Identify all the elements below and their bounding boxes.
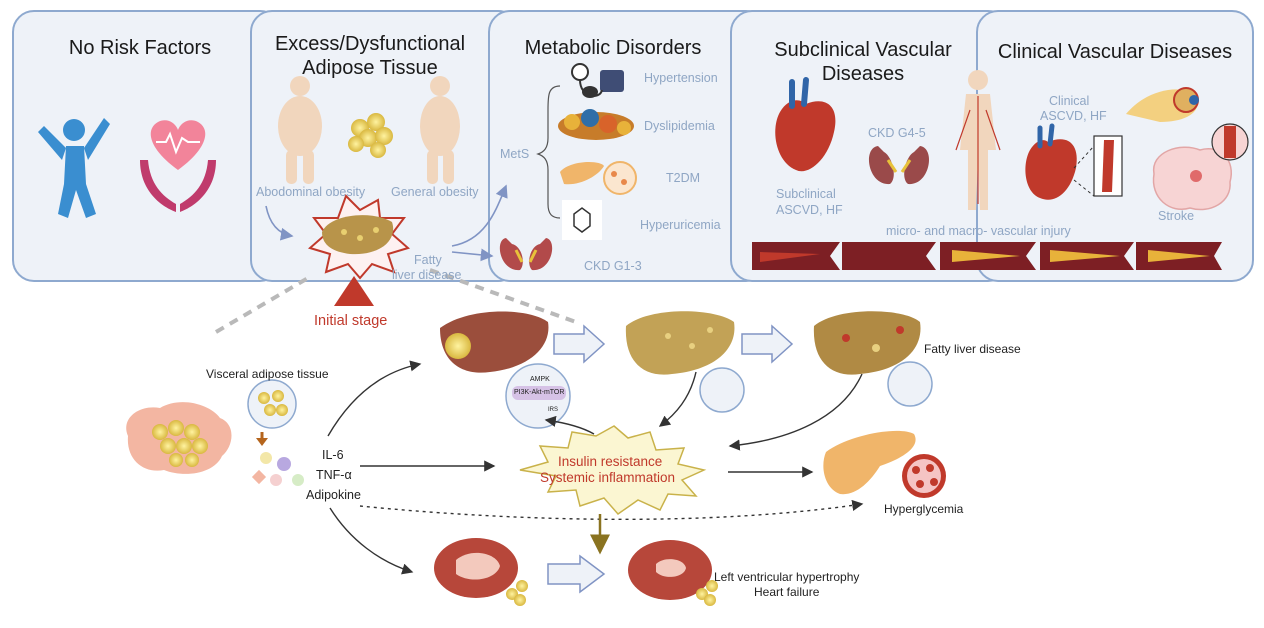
label-il6: IL-6	[322, 448, 344, 462]
visceral-adipose-tissue-illustration	[126, 402, 232, 474]
brain-icon	[1152, 146, 1232, 211]
label-dyslipidemia: Dyslipidemia	[644, 119, 715, 133]
vessel-strip	[752, 242, 1222, 270]
label-pi3k: PI3K-Akt-mTOR	[514, 389, 565, 396]
panel-title-adipose-2: Adipose Tissue	[302, 57, 438, 79]
human-vascular-system-icon	[955, 70, 1001, 210]
kidneys-late-icon	[868, 146, 930, 185]
blood-pressure-monitor-icon	[571, 63, 624, 98]
label-initial-stage: Initial stage	[314, 313, 388, 329]
pancreas-illustration	[823, 430, 916, 495]
label-irs: IRS	[548, 407, 559, 413]
panel-title-no-risk: No Risk Factors	[68, 37, 212, 59]
fatty-liver-burst-icon	[307, 194, 411, 280]
panel-title-metabolic: Metabolic Disorders	[524, 37, 702, 59]
label-visceral-adipose: Visceral adipose tissue	[206, 367, 329, 381]
label-hyperglycemia: Hyperglycemia	[884, 502, 964, 516]
label-abdominal-obesity: Abodominal obesity	[256, 185, 366, 199]
label-vascular-injury: micro- and macro- vascular injury	[886, 224, 1071, 238]
label-t2dm: T2DM	[666, 171, 701, 185]
general-obesity-figure	[420, 76, 460, 184]
label-general-obesity: General obesity	[391, 185, 479, 199]
heart-in-hands-icon	[140, 120, 216, 212]
eye-icon	[1126, 87, 1199, 122]
label-adipokine: Adipokine	[306, 488, 361, 502]
liver-mid-illustration	[625, 311, 745, 413]
panel-title-adipose-1: Excess/Dysfunctional	[274, 33, 466, 55]
label-subclinical-ascvd-1: Subclinical	[776, 187, 836, 201]
label-systemic-inflammation: Systemic inflammation	[540, 470, 676, 485]
cytokine-dots-icon	[251, 452, 304, 486]
uric-acid-molecule-icon	[562, 200, 602, 240]
abdominal-obesity-figure	[278, 76, 322, 184]
arrow-adipokine-to-heart	[329, 507, 414, 575]
mets-bracket	[536, 85, 561, 219]
arrow-liver-to-ckd	[451, 248, 494, 262]
kidneys-early-icon	[499, 238, 553, 271]
label-hypertension: Hypertension	[644, 71, 718, 85]
dyslipidemia-icon	[558, 109, 634, 140]
insulin-resistance-burst	[519, 425, 707, 516]
arrow-ir-to-early-liver	[544, 415, 595, 435]
label-fatty-liver-disease: Fatty liver disease	[924, 342, 1021, 356]
liver-late-illustration	[813, 311, 933, 407]
label-ckd-late: CKD G4-5	[868, 126, 926, 140]
panel-metabolic	[488, 10, 768, 282]
dashed-link-right	[429, 268, 577, 324]
initial-stage-marker	[334, 276, 374, 306]
healthy-person-icon	[38, 118, 110, 218]
big-arrow-3	[547, 554, 606, 594]
big-arrow-1	[553, 324, 606, 364]
arrow-obesity-to-liver	[265, 205, 294, 241]
heart-section-hypertrophy	[628, 540, 718, 606]
red-blood-cells-icon	[902, 454, 946, 498]
label-tnf: TNF-α	[316, 468, 352, 482]
label-lvh: Left ventricular hypertrophy	[714, 570, 860, 584]
liver-early-illustration	[440, 311, 549, 373]
fat-cells-icon	[348, 113, 393, 158]
arrow-mid-liver-to-ir	[658, 371, 697, 427]
t2dm-pancreas-icon	[560, 161, 637, 195]
heart-section-normal	[434, 538, 528, 606]
label-stroke: Stroke	[1158, 209, 1195, 223]
label-mets: MetS	[500, 147, 530, 161]
panel-title-subclinical-2: Diseases	[821, 63, 905, 85]
label-hyperuricemia: Hyperuricemia	[640, 218, 721, 232]
heart-subclinical-icon	[775, 77, 836, 172]
label-subclinical-ascvd-2: ASCVD, HF	[776, 203, 843, 217]
label-fatty-2: liver disease	[392, 268, 462, 282]
panel-title-clinical: Clinical Vascular Diseases	[997, 41, 1233, 63]
panel-title-subclinical-1: Subclinical Vascular	[774, 39, 952, 61]
arrow-late-liver-to-ir	[728, 373, 863, 451]
label-clinical-ascvd-1: Clinical	[1049, 94, 1090, 108]
label-ampk: AMPK	[530, 376, 550, 383]
label-clinical-ascvd-2: ASCVD, HF	[1040, 109, 1107, 123]
heart-clinical-icon	[1025, 123, 1077, 200]
label-fatty-1: Fatty	[414, 253, 442, 267]
arrow-vat-to-liver	[327, 360, 422, 437]
label-ckd-early: CKD G1-3	[584, 259, 642, 273]
label-heart-failure: Heart failure	[754, 585, 820, 599]
dashed-link-left	[214, 276, 310, 334]
arrow-liver-to-mets	[451, 184, 508, 247]
big-arrow-2	[741, 324, 794, 364]
label-insulin-resistance: Insulin resistance	[558, 454, 663, 469]
insulin-pathway-callout	[505, 363, 571, 429]
adipose-zoom-callout	[247, 379, 297, 429]
